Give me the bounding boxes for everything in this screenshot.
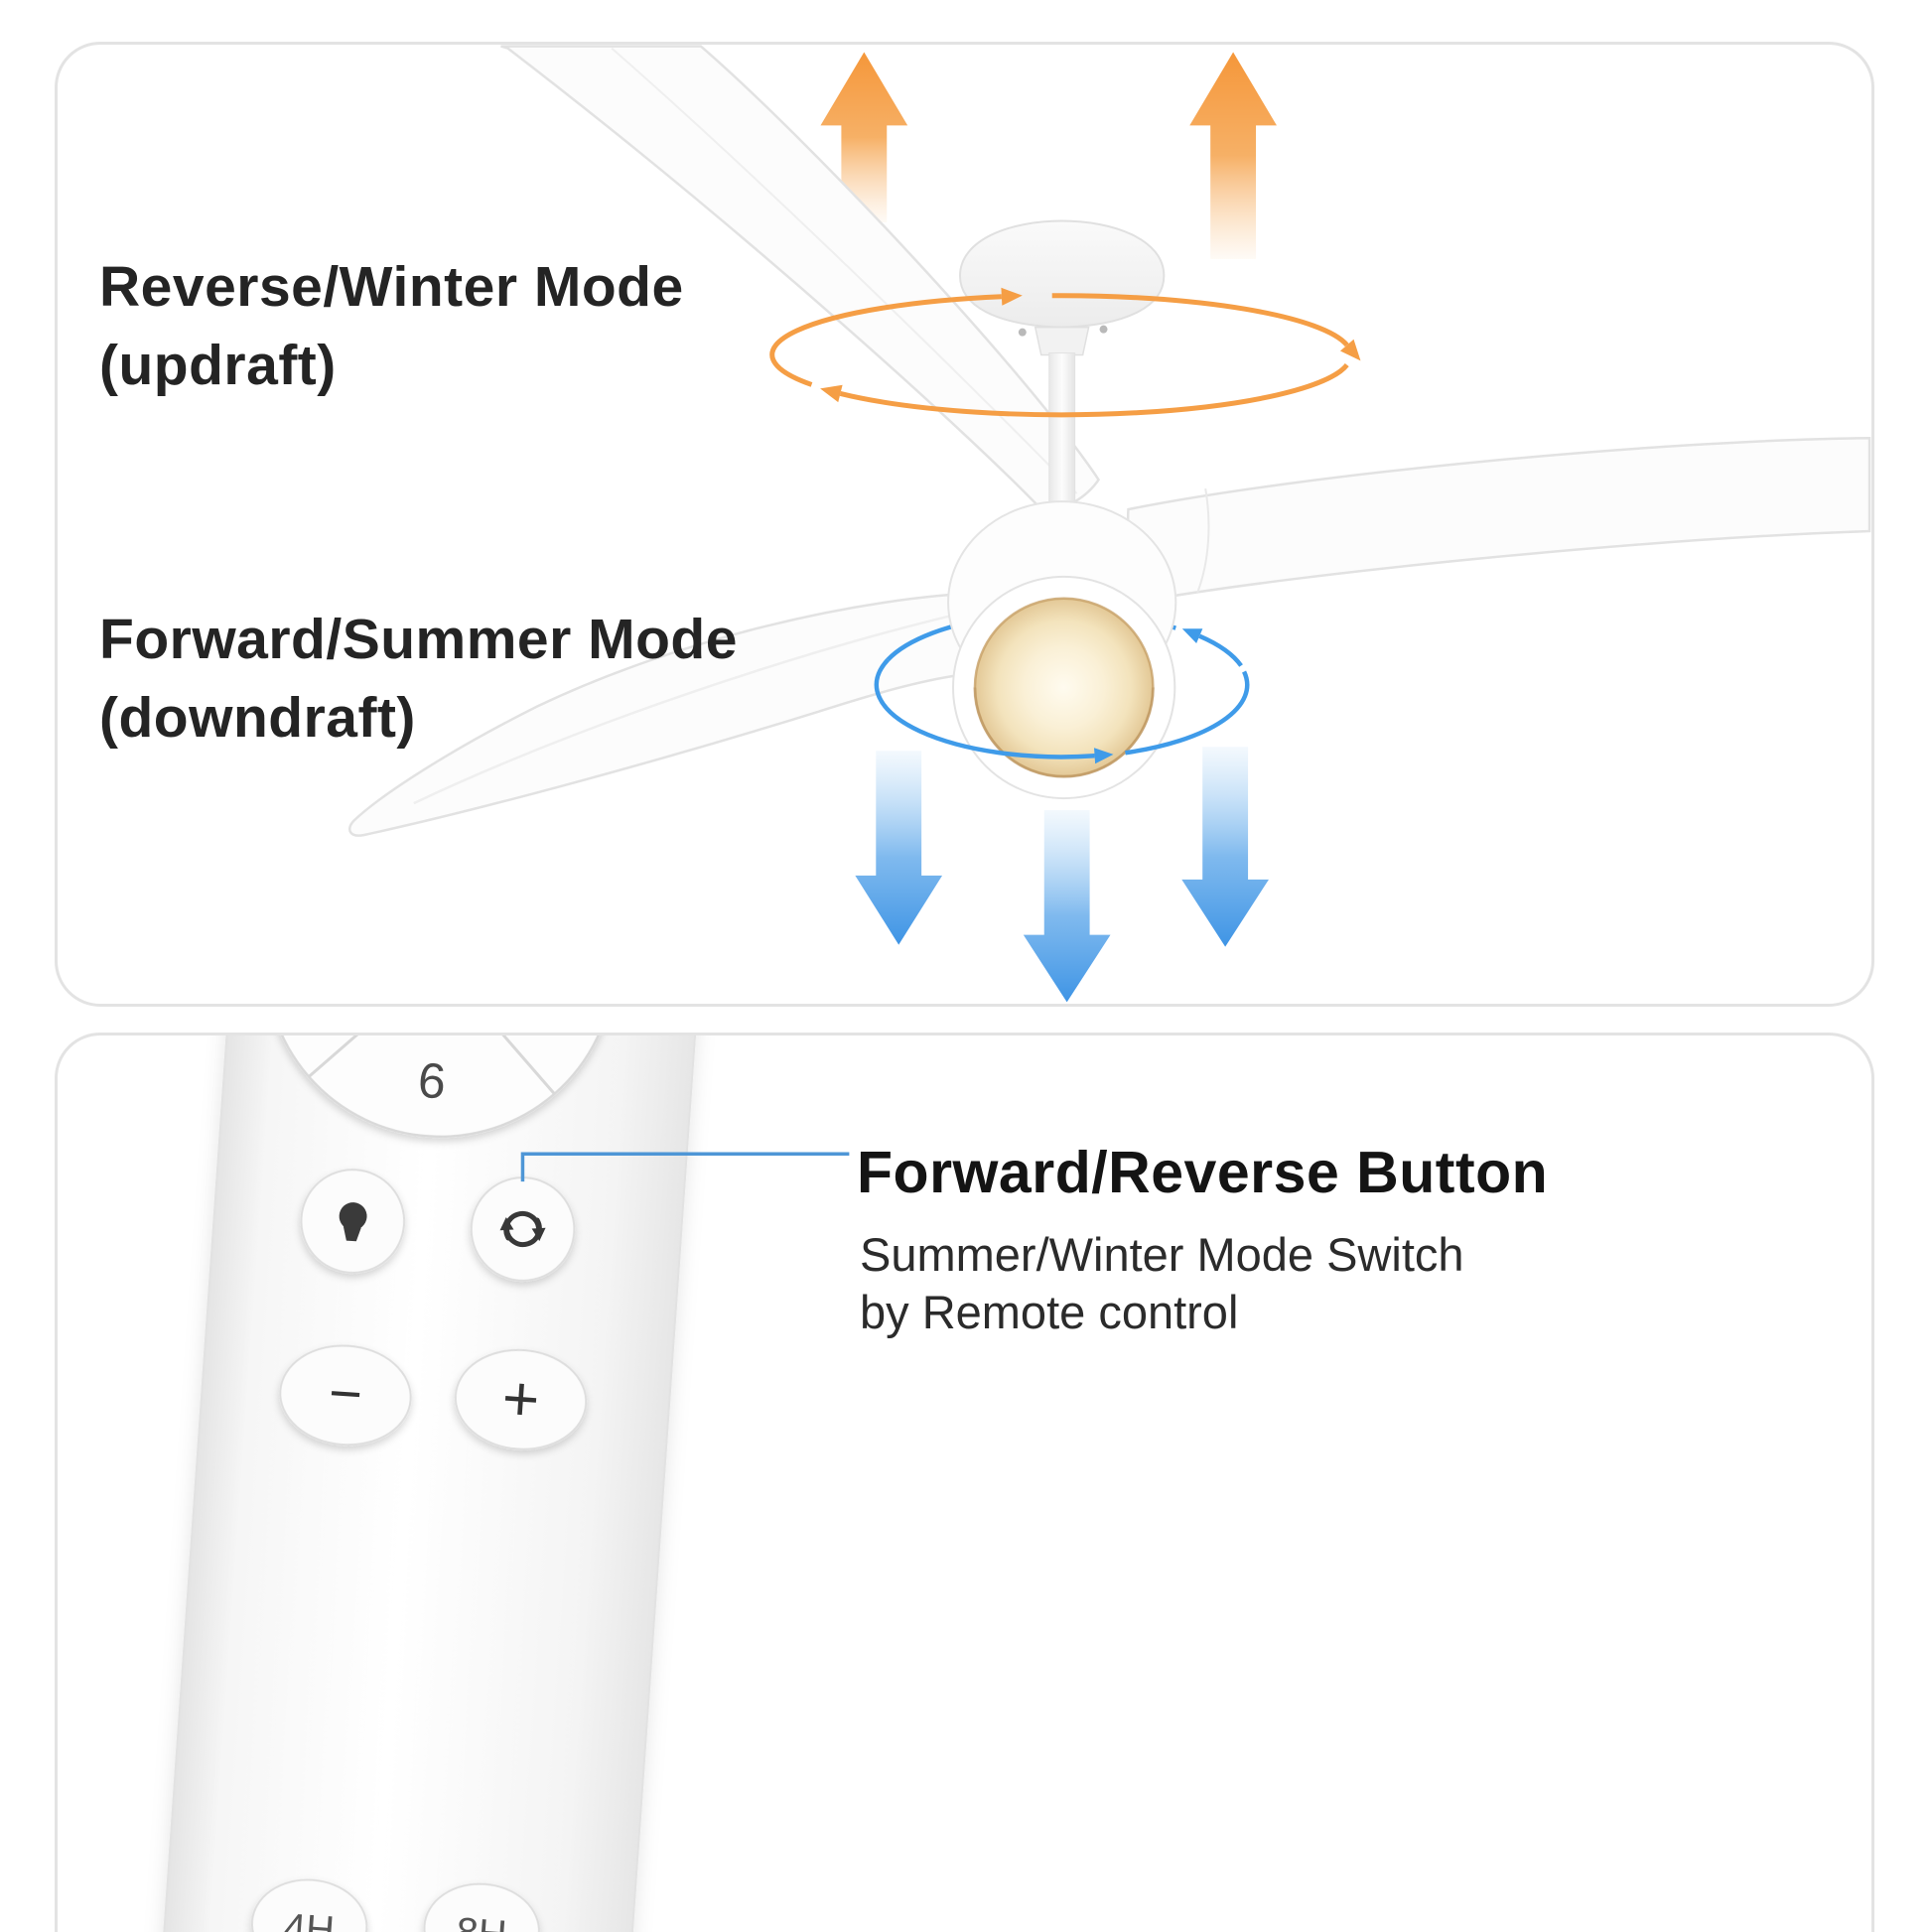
ceiling-fan-illustration <box>348 45 1871 1003</box>
winter-rotation-arrow <box>769 287 1361 418</box>
fan-modes-panel: Reverse/Winter Mode (updraft) Forward/Su… <box>55 42 1874 1007</box>
forward-reverse-button[interactable] <box>468 1174 578 1285</box>
forward-mode-line1: Forward/Summer Mode <box>99 608 738 671</box>
forward-mode-line2: (downdraft) <box>99 685 416 750</box>
down-arrow <box>1181 747 1269 947</box>
remote-body <box>152 1035 698 1932</box>
forward-reverse-callout-description: Summer/Winter Mode Switch by Remote cont… <box>860 1226 1464 1342</box>
light-button[interactable] <box>298 1167 408 1277</box>
timer-4h-button[interactable]: 4H <box>249 1876 370 1932</box>
forward-reverse-arrows-icon <box>499 1210 546 1248</box>
remote-illustration: 6 <box>152 1035 850 1932</box>
speed-dial-label: 6 <box>416 1052 448 1110</box>
up-arrow <box>1189 52 1277 259</box>
callout-description-line2: by Remote control <box>860 1286 1239 1339</box>
down-arrow <box>855 751 943 945</box>
updraft-arrows <box>820 52 1277 259</box>
reverse-winter-mode-label: Reverse/Winter Mode (updraft) <box>99 248 684 404</box>
led-light <box>974 598 1154 777</box>
bulb-icon <box>339 1202 367 1242</box>
timer-8h-label: 8H <box>455 1910 508 1932</box>
fan-hub-and-light <box>947 500 1177 800</box>
fan-speed-dial-button[interactable]: 6 <box>254 1035 625 1149</box>
remote-control: 6 <box>152 1035 698 1932</box>
forward-reverse-callout-title: Forward/Reverse Button <box>857 1140 1549 1205</box>
callout-line <box>520 1152 850 1182</box>
summer-rotation-arrow-front <box>874 658 1250 764</box>
callout-description-line1: Summer/Winter Mode Switch <box>860 1228 1464 1281</box>
minus-label: − <box>327 1361 364 1427</box>
plus-label: + <box>500 1361 542 1435</box>
fan-speed-decrease-button[interactable]: − <box>277 1341 414 1449</box>
timer-8h-button[interactable]: 8H <box>421 1880 542 1932</box>
reverse-mode-line1: Reverse/Winter Mode <box>99 255 684 319</box>
downdraft-arrows <box>855 747 1269 1003</box>
reverse-mode-line2: (updraft) <box>99 333 337 397</box>
fan-speed-increase-button[interactable]: + <box>452 1345 589 1453</box>
up-arrow <box>820 52 908 222</box>
fan-blades-back <box>500 45 1871 603</box>
timer-4h-label: 4H <box>282 1906 336 1932</box>
forward-summer-mode-label: Forward/Summer Mode (downdraft) <box>99 601 738 757</box>
remote-callout-panel: 6 <box>55 1033 1874 1932</box>
down-arrow <box>1023 810 1111 1003</box>
